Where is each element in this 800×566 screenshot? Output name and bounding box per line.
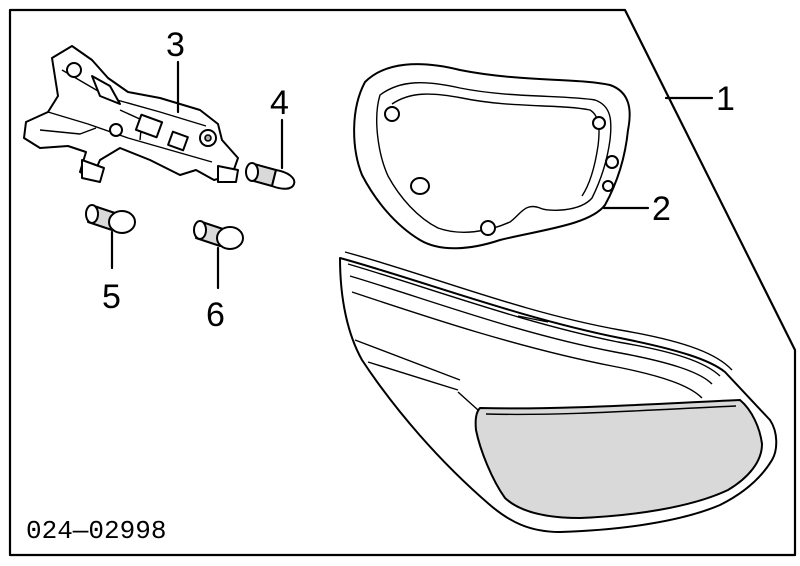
part-6-bulb (193, 220, 244, 250)
diagram-code: 024—02998 (26, 516, 166, 546)
diagram-frame (8, 8, 797, 557)
part-3-bulb-carrier (23, 45, 239, 183)
callout-3: 3 (166, 26, 185, 64)
part-1-tail-light (339, 251, 778, 533)
callout-6: 6 (206, 296, 225, 334)
callout-5: 5 (102, 278, 121, 316)
part-5-bulb (85, 204, 136, 234)
callout-2: 2 (652, 190, 671, 228)
part-2-gasket (353, 63, 631, 250)
callout-4: 4 (270, 84, 289, 122)
part-4-bulb (245, 162, 296, 190)
callout-1: 1 (716, 80, 735, 118)
